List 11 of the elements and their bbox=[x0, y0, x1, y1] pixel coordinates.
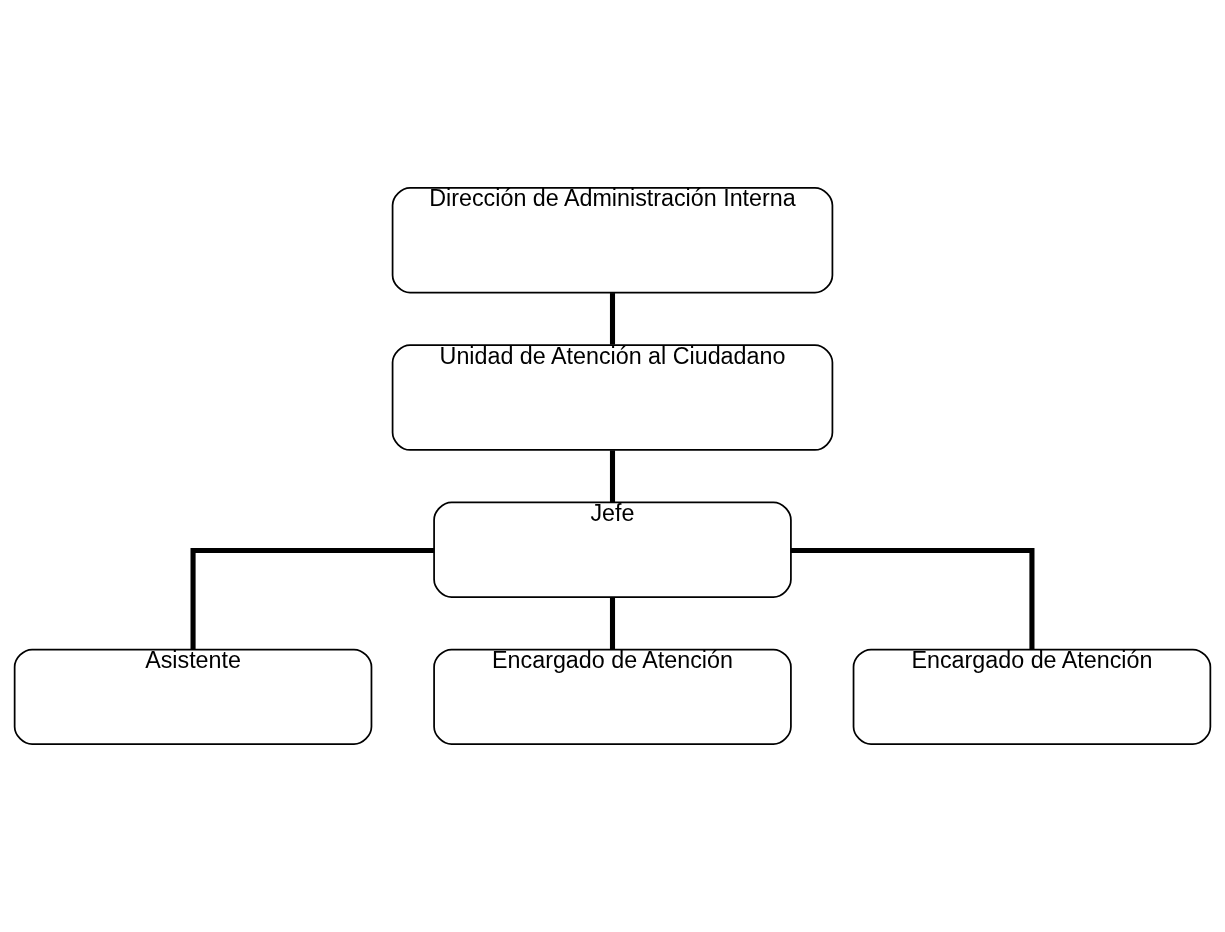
connector bbox=[609, 597, 616, 650]
node-box: Encargado de Atención bbox=[852, 648, 1212, 746]
connector bbox=[609, 450, 616, 503]
connector bbox=[791, 547, 1035, 650]
node-box: Unidad de Atención al Ciudadano bbox=[391, 344, 834, 451]
connector bbox=[609, 293, 616, 345]
node-box: Asistente bbox=[13, 648, 373, 746]
connector bbox=[190, 547, 434, 650]
node-box: Encargado de Atención bbox=[433, 648, 792, 746]
node-box: Dirección de Administración Interna bbox=[391, 186, 834, 294]
node-box: Jefe bbox=[433, 501, 792, 598]
